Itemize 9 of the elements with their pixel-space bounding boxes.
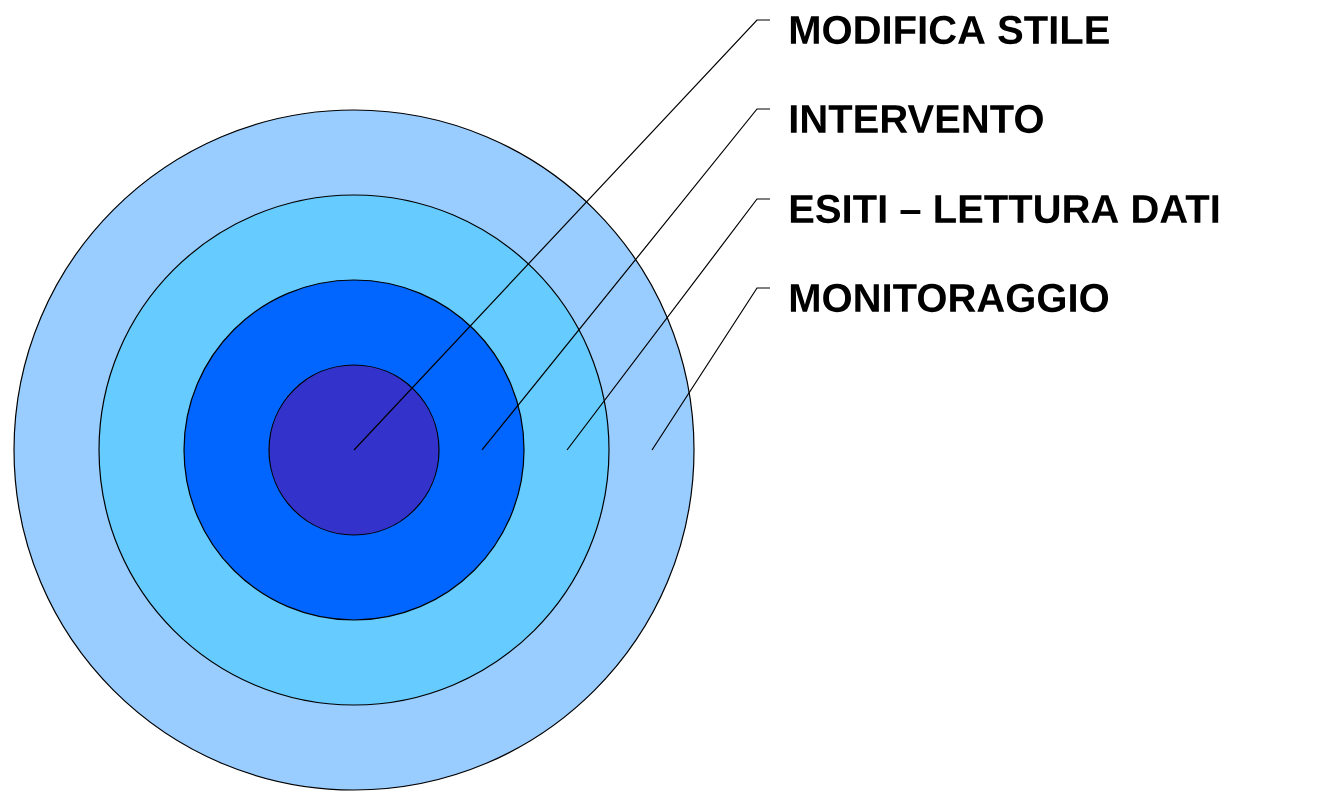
- label-text: ESITI – LETTURA DATI: [790, 194, 1219, 224]
- leader-line: [566, 198, 771, 451]
- label-text: MODIFICA STILE: [790, 15, 1109, 45]
- leader-line: [353, 19, 771, 451]
- label-text: MONITORAGGIO: [790, 283, 1109, 313]
- label-text: INTERVENTO: [790, 104, 1043, 134]
- leader-line: [481, 108, 771, 451]
- leader-line: [651, 287, 771, 451]
- ring-circle: [268, 364, 440, 536]
